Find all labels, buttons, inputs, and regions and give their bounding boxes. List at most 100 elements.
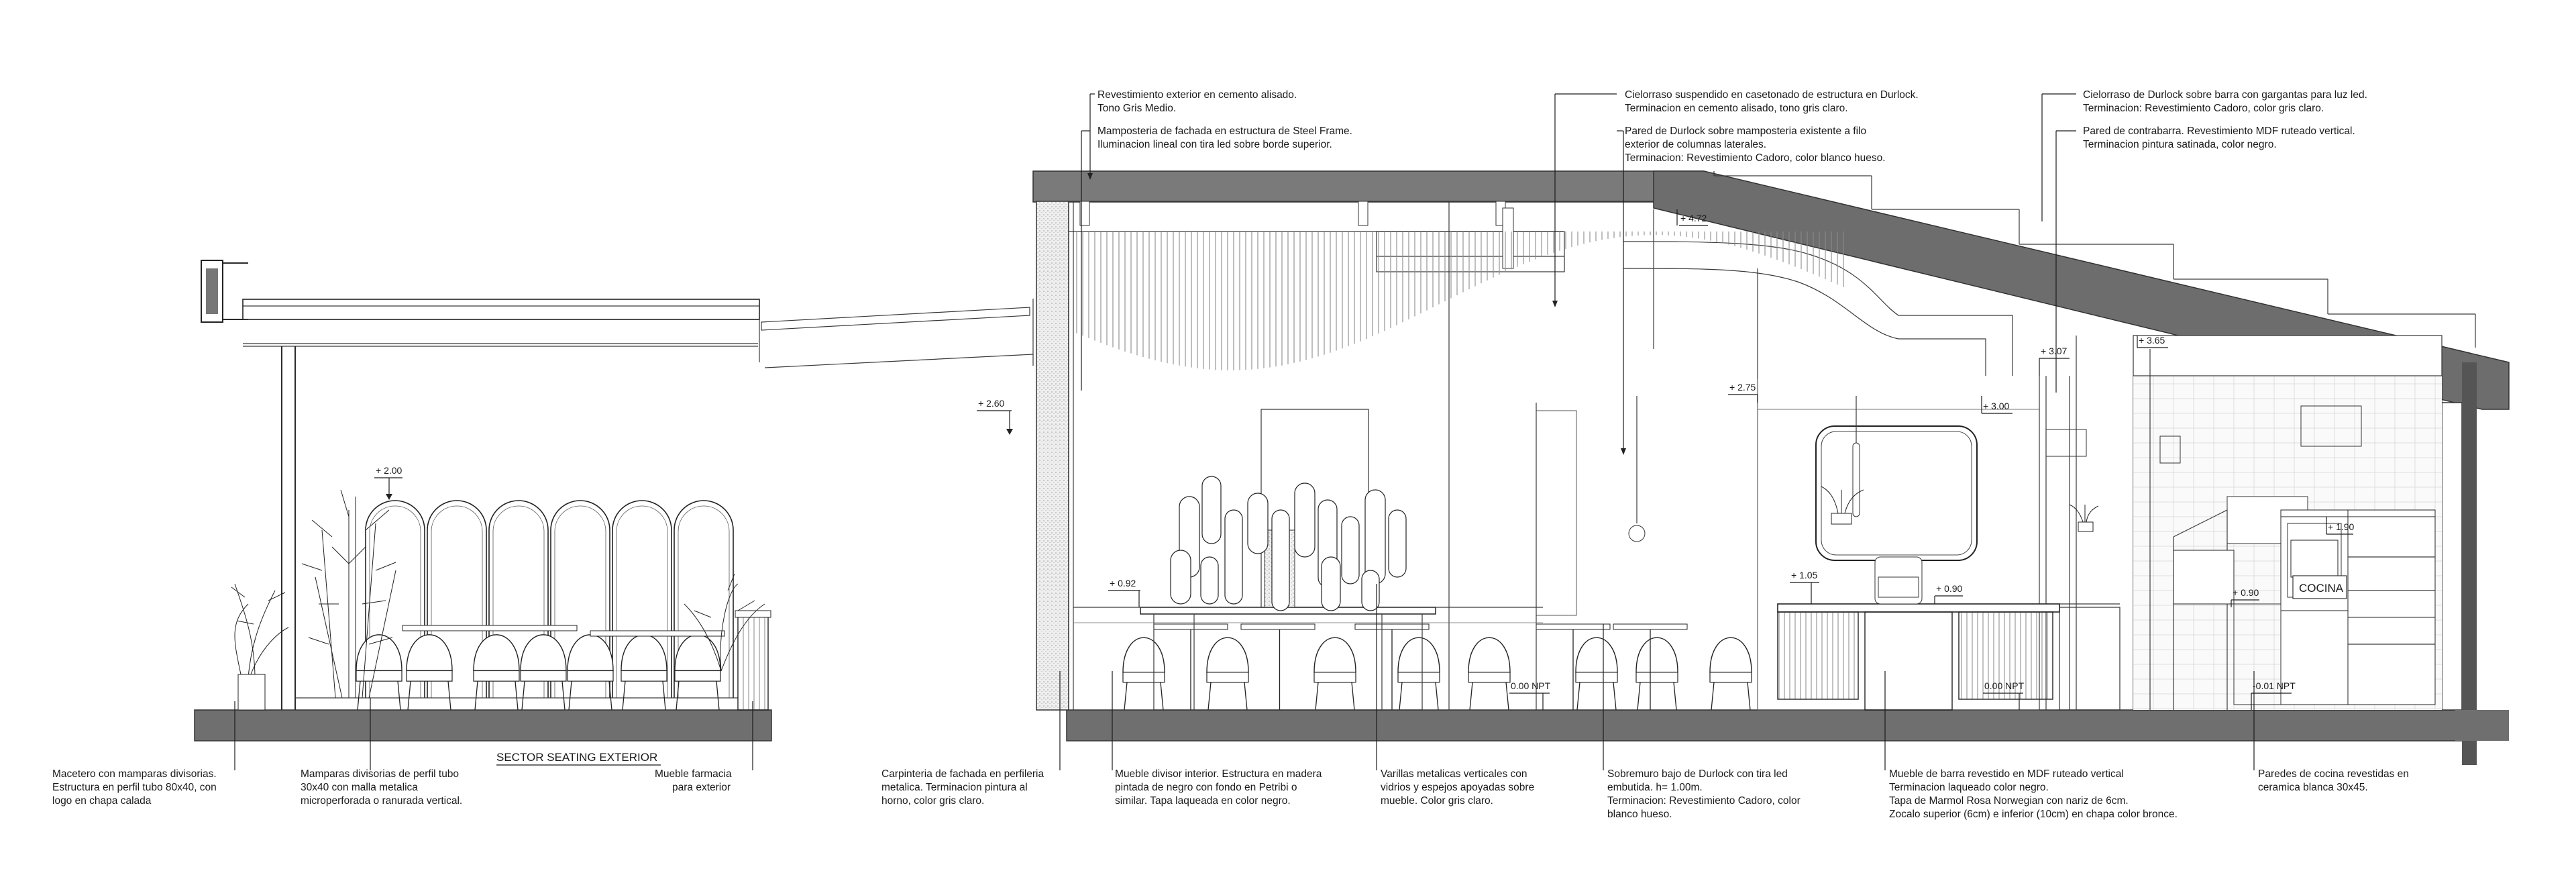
annotation-line: Varillas metalicas verticales con — [1381, 768, 1527, 780]
exterior-chair — [621, 634, 667, 711]
exterior-chair — [567, 634, 614, 711]
level-label: + 3.07 — [2041, 346, 2068, 356]
exterior-chair — [473, 634, 520, 711]
level-marker: 0.00 NPT — [1509, 680, 1551, 710]
level-label: + 4.72 — [1680, 213, 1707, 223]
annotation-line: Pared de contrabarra. Revestimiento MDF … — [2083, 125, 2355, 137]
annotation-line: Mamposteria de fachada en estructura de … — [1097, 125, 1352, 137]
glass-panel — [1271, 509, 1290, 611]
arched-screen-inner — [554, 505, 606, 698]
annotation-mamp-fachada: Mamposteria de fachada en estructura de … — [1097, 125, 1352, 150]
annotation-leaders — [234, 93, 2255, 770]
annotation-line: Terminacion: Revestimiento Cadoro, color… — [2083, 103, 2324, 114]
annotation-line: mueble. Color gris claro. — [1381, 795, 1493, 807]
level-marker: + 3.00 — [1981, 396, 2012, 414]
level-marker: + 1.90 — [2326, 517, 2355, 535]
level-markers: + 2.00 + 2.60 + 0.92 0.00 NPT + 4.72 + 2… — [374, 209, 2355, 710]
annotation-mueble-divisor: Mueble divisor interior. Estructura en m… — [1115, 768, 1322, 807]
level-marker: -0.01 NPT — [2251, 680, 2296, 710]
level-label: + 0.92 — [1110, 578, 1136, 589]
annotation-line: pintada de negro con fondo en Petribi o — [1115, 782, 1297, 793]
annotation-line: Iluminacion lineal con tira led sobre bo… — [1097, 139, 1332, 150]
annotation-line: Carpinteria de fachada en perfileria — [881, 768, 1044, 780]
arched-screen — [612, 500, 672, 698]
annotation-line: para exterior — [672, 782, 731, 793]
annotation-line: metalica. Terminacion pintura al — [881, 782, 1028, 793]
annotation-rev-ext: Revestimiento exterior en cemento alisad… — [1097, 89, 1297, 114]
arched-screen-inner — [616, 505, 668, 698]
hanging-rods — [1076, 232, 1844, 370]
interior-table — [1354, 623, 1430, 630]
level-marker: + 3.07 — [2039, 346, 2070, 376]
level-label: + 1.90 — [2328, 521, 2355, 532]
annotation-sobremuro: Sobremuro bajo de Durlock con tira led e… — [1607, 768, 1801, 820]
exterior-canopy — [201, 260, 1034, 710]
level-marker: + 3.65 — [2137, 335, 2168, 348]
annotation-line: Cielorraso de Durlock sobre barra con ga… — [2083, 89, 2367, 101]
annotation-mueble-barra: Mueble de barra revestido en MDF ruteado… — [1889, 768, 2178, 820]
annotation-cielorraso-barra: Cielorraso de Durlock sobre barra con ga… — [2083, 89, 2367, 114]
annotation-line: Mueble de barra revestido en MDF ruteado… — [1889, 768, 2124, 780]
annotation-line: Terminacion pintura satinada, color negr… — [2083, 139, 2277, 150]
annotation-mamparas: Mamparas divisorias de perfil tubo 30x40… — [301, 768, 462, 807]
glass-panel — [1200, 556, 1219, 605]
arched-screen — [427, 500, 487, 698]
annotation-line: Terminacion en cemento alisado, tono gri… — [1625, 103, 1848, 114]
annotation-paredes-cocina: Paredes de cocina revestidas en ceramica… — [2258, 768, 2409, 793]
glass-panel — [1364, 489, 1386, 584]
annotation-line: Revestimiento exterior en cemento alisad… — [1097, 89, 1297, 101]
sector-caption: SECTOR SEATING EXTERIOR — [496, 751, 657, 764]
annotation-line: blanco hueso. — [1607, 809, 1672, 820]
exterior-chair — [406, 634, 453, 711]
annotation-cielorraso-susp: Cielorraso suspendido en casetonado de e… — [1625, 89, 1919, 114]
annotation-line: Mueble farmacia — [655, 768, 732, 780]
annotation-varillas: Varillas metalicas verticales con vidrio… — [1381, 768, 1534, 807]
level-marker: + 0.92 — [1108, 578, 1140, 607]
level-marker: 0.00 NPT — [1983, 680, 2025, 710]
annotation-line: Paredes de cocina revestidas en — [2258, 768, 2409, 780]
annotation-line: horno, color gris claro. — [881, 795, 984, 807]
level-label: -0.01 NPT — [2253, 680, 2296, 691]
exterior-chair — [674, 634, 721, 711]
exterior-chair — [520, 634, 567, 711]
level-label: + 2.60 — [978, 398, 1005, 409]
interior-chair — [1709, 637, 1752, 711]
annotation-line: Estructura en perfil tubo 80x40, con — [52, 782, 217, 793]
annotation-line: exterior de columnas laterales. — [1625, 139, 1766, 150]
glass-panel — [1201, 476, 1222, 544]
level-marker: + 2.60 — [977, 398, 1013, 435]
cocina-caption: COCINA — [2299, 582, 2344, 595]
level-label: + 1.05 — [1791, 570, 1818, 580]
arched-screen-inner — [492, 505, 545, 698]
annotation-line: Tapa de Marmol Rosa Norwegian con nariz … — [1889, 795, 2129, 807]
interior-table — [1536, 623, 1611, 630]
annotation-line: ceramica blanca 30x45. — [2258, 782, 2368, 793]
level-label: + 2.00 — [376, 465, 402, 476]
interior-table — [1240, 623, 1316, 630]
interior-chair — [1313, 637, 1356, 711]
level-marker: + 1.05 — [1790, 570, 1819, 604]
arched-screen-inner — [678, 505, 730, 698]
glass-panel — [1341, 516, 1360, 584]
level-marker: + 2.00 — [374, 465, 402, 500]
annotation-line: Tono Gris Medio. — [1097, 103, 1176, 114]
arched-screen-inner — [369, 505, 421, 698]
arched-screen — [550, 500, 610, 698]
interior-chair — [1206, 637, 1249, 711]
interior-chair — [1635, 637, 1678, 711]
annotation-line: Sobremuro bajo de Durlock con tira led — [1607, 768, 1788, 780]
exterior-table — [402, 625, 578, 631]
level-label: + 0.90 — [2233, 587, 2259, 598]
level-marker: + 2.75 — [1728, 382, 1758, 403]
level-label: + 2.75 — [1729, 382, 1756, 393]
arched-screen — [674, 500, 734, 698]
level-marker: + 0.90 — [1934, 583, 1963, 604]
exterior-table — [590, 630, 725, 637]
glass-panel — [1294, 482, 1316, 558]
interior-table — [1613, 623, 1688, 630]
annotation-carpinteria: Carpinteria de fachada en perfileria met… — [881, 768, 1044, 807]
glass-panel — [1388, 509, 1407, 578]
annotation-macetero: Macetero con mamparas divisorias. Estruc… — [52, 768, 217, 807]
interior-chair — [1575, 637, 1618, 711]
level-label: 0.00 NPT — [1511, 680, 1551, 691]
